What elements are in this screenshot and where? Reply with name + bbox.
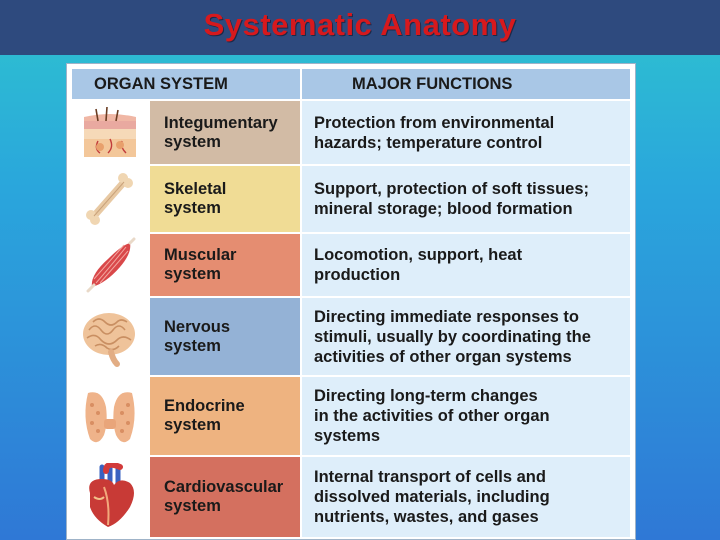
table-row: Endocrine system Directing long-term cha… <box>72 377 630 455</box>
system-name-suffix: system <box>164 336 221 355</box>
function-cell: Protection from environmental hazards; t… <box>302 101 630 164</box>
system-name: Endocrine <box>164 397 245 415</box>
system-name: Skeletal <box>164 180 227 198</box>
function-line: mineral storage; blood formation <box>314 200 573 218</box>
system-name-suffix: system <box>164 497 221 515</box>
function-line: systems <box>314 427 381 445</box>
system-name: Integumentary <box>164 113 278 132</box>
system-name-suffix: system <box>164 265 221 283</box>
skin-icon <box>84 106 136 157</box>
table-row: Skeletal system Support, protection of s… <box>72 166 630 232</box>
table-header-row: ORGAN SYSTEM MAJOR FUNCTIONS <box>72 69 630 99</box>
function-line: activities of other organ systems <box>314 347 572 366</box>
function-line: Protection from environmental <box>314 113 555 132</box>
thyroid-icon <box>85 392 135 443</box>
bone-icon <box>86 173 133 225</box>
system-name-suffix: system <box>164 199 221 217</box>
function-line: hazards; temperature control <box>314 133 543 152</box>
function-cell: Internal transport of cells and dissolve… <box>302 457 630 537</box>
function-cell: Locomotion, support, heat production <box>302 234 630 296</box>
function-line: Internal transport of cells and <box>314 468 546 486</box>
muscle-icon-cell <box>72 234 148 296</box>
function-line: nutrients, wastes, and gases <box>314 508 539 526</box>
function-cell: Directing immediate responses to stimuli… <box>302 298 630 375</box>
system-name: Muscular <box>164 246 237 264</box>
system-name-cell: Muscular system <box>150 234 300 296</box>
system-name-cell: Nervous system <box>150 298 300 375</box>
system-name: Nervous <box>164 317 231 336</box>
function-line: stimuli, usually by coordinating the <box>314 327 591 346</box>
thyroid-icon-cell <box>72 377 148 455</box>
system-name: Cardiovascular <box>164 478 284 496</box>
system-name-cell: Skeletal system <box>150 166 300 232</box>
table-row: Cardiovascular system Internal transport… <box>72 457 630 537</box>
header-organ-system: ORGAN SYSTEM <box>72 69 300 99</box>
system-name-cell: Endocrine system <box>150 377 300 455</box>
system-name-cell: Integumentary system <box>150 101 300 164</box>
organ-system-table-panel: ORGAN SYSTEM MAJOR FUNCTIONS <box>66 63 636 540</box>
function-cell: Support, protection of soft tissues; min… <box>302 166 630 232</box>
function-line: dissolved materials, including <box>314 488 550 506</box>
bone-icon-cell <box>72 166 148 232</box>
skin-icon-cell <box>72 101 148 164</box>
function-line: in the activities of other organ <box>314 407 550 425</box>
header-major-functions: MAJOR FUNCTIONS <box>302 69 630 99</box>
function-cell: Directing long-term changes in the activ… <box>302 377 630 455</box>
function-line: production <box>314 266 401 284</box>
table-row: Nervous system Directing immediate respo… <box>72 298 630 375</box>
heart-icon-cell <box>72 457 148 537</box>
system-name-suffix: system <box>164 416 221 434</box>
system-name-suffix: system <box>164 132 221 151</box>
function-line: Directing immediate responses to <box>314 307 579 326</box>
function-line: Locomotion, support, heat <box>314 246 523 264</box>
heart-icon <box>89 463 134 527</box>
organ-system-table: ORGAN SYSTEM MAJOR FUNCTIONS <box>70 67 632 539</box>
table-row: Muscular system Locomotion, support, hea… <box>72 234 630 296</box>
brain-icon-cell <box>72 298 148 375</box>
function-line: Support, protection of soft tissues; <box>314 180 589 198</box>
system-name-cell: Cardiovascular system <box>150 457 300 537</box>
page-title: Systematic Anatomy <box>203 6 517 42</box>
title-bar: Systematic Anatomy <box>0 0 720 55</box>
muscle-icon <box>86 237 136 293</box>
function-line: Directing long-term changes <box>314 387 538 405</box>
brain-icon <box>83 312 135 367</box>
table-row: Integumentary system Protection from env… <box>72 101 630 164</box>
